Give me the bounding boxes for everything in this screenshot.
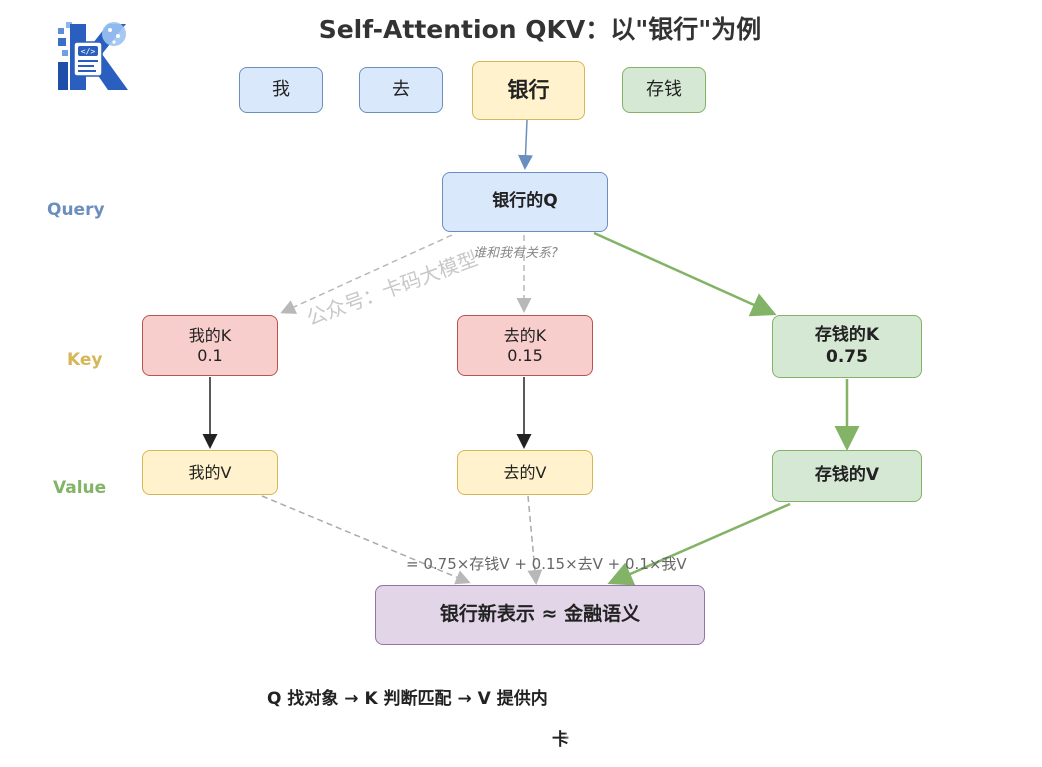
query-note: 谁和我有关系? — [473, 246, 558, 261]
token-qu: 去 — [359, 67, 443, 113]
value-label: 去的V — [503, 462, 547, 482]
redaction-smudge — [565, 705, 685, 765]
key-label: 我的K — [188, 325, 232, 345]
row-label-key: Key — [67, 350, 103, 370]
token-cunqian: 存钱 — [622, 67, 706, 113]
footer-line2: 卡 — [552, 730, 569, 750]
query-label: 银行的Q — [492, 191, 558, 212]
token-label: 银行 — [507, 78, 550, 103]
value-box-cunqian: 存钱的V — [772, 450, 922, 502]
token-label: 我 — [272, 78, 290, 100]
key-score: 0.15 — [507, 345, 543, 365]
key-box-qu: 去的K 0.15 — [457, 315, 593, 376]
key-score: 0.75 — [826, 346, 868, 367]
key-box-cunqian: 存钱的K 0.75 — [772, 315, 922, 378]
row-label-value: Value — [53, 478, 107, 498]
arrow-query-to-key-wo — [280, 234, 453, 314]
value-label: 存钱的V — [814, 465, 880, 486]
key-label: 去的K — [503, 325, 547, 345]
token-yinhang: 银行 — [472, 61, 585, 120]
key-label: 存钱的K — [814, 325, 880, 346]
row-label-query: Query — [47, 200, 105, 220]
token-wo: 我 — [239, 67, 323, 113]
arrow-token-to-query — [518, 119, 534, 170]
weighted-sum-formula: = 0.75×存钱V + 0.15×去V + 0.1×我V — [406, 555, 687, 573]
value-label: 我的V — [188, 462, 232, 482]
key-box-wo: 我的K 0.1 — [142, 315, 278, 376]
svg-text:</>: </> — [81, 47, 96, 56]
code-document-brain-icon: </> — [58, 22, 128, 90]
diagram-title: Self-Attention QKV：以"银行"为例 — [318, 15, 762, 44]
result-box: 银行新表示 ≈ 金融语义 — [375, 585, 705, 645]
logo: </> — [56, 18, 134, 92]
value-box-wo: 我的V — [142, 450, 278, 495]
arrow-value-cunqian-to-result — [607, 502, 791, 586]
arrow-value-qu-to-result — [527, 495, 543, 585]
token-label: 存钱 — [646, 78, 682, 100]
key-score: 0.1 — [197, 345, 223, 365]
token-label: 去 — [392, 78, 410, 100]
arrow-query-to-key-cunqian — [593, 231, 777, 317]
query-box: 银行的Q — [442, 172, 608, 232]
footer-summary: Q 找对象 → K 判断匹配 → V 提供内 — [267, 689, 548, 709]
result-label: 银行新表示 ≈ 金融语义 — [439, 603, 641, 626]
value-box-qu: 去的V — [457, 450, 593, 495]
arrow-value-wo-to-result — [261, 495, 471, 585]
